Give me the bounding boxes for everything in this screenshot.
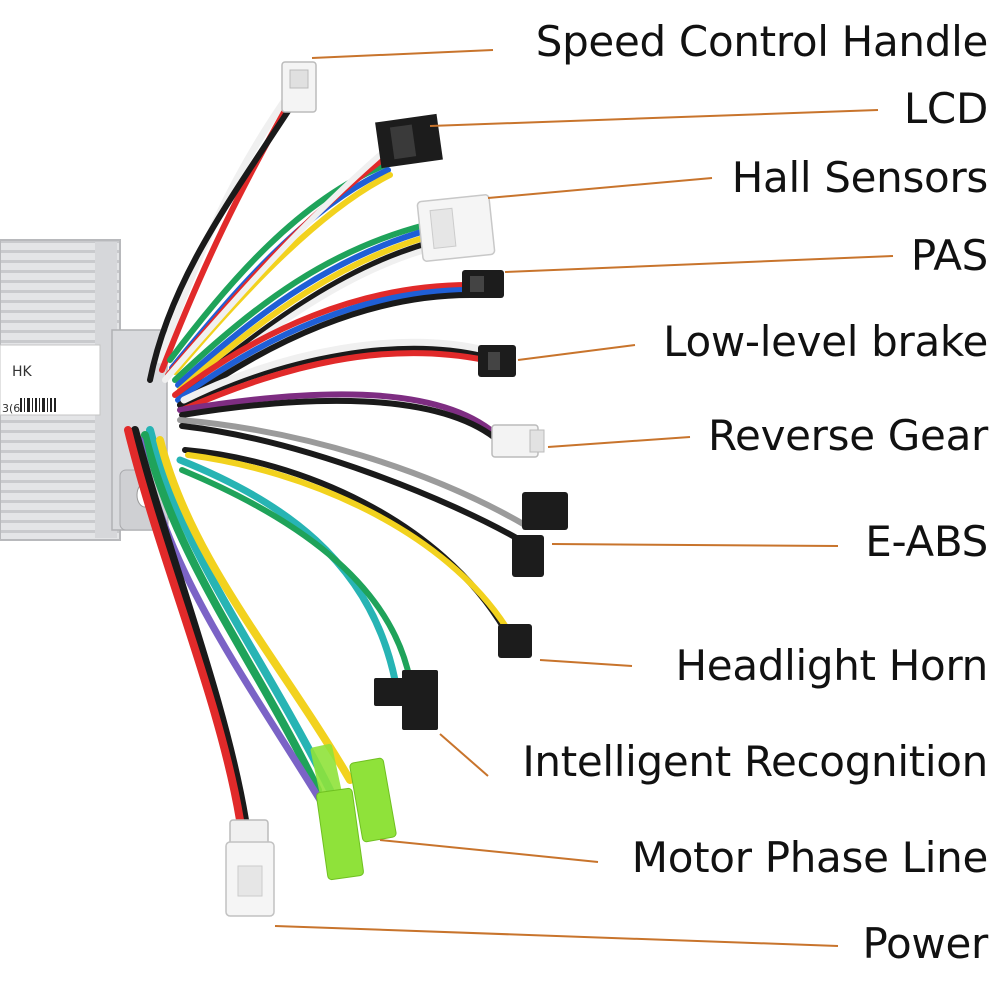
label-power: Power — [862, 919, 989, 968]
connector-intelligent-recognition — [374, 670, 438, 730]
connector-hall-sensors — [416, 194, 496, 262]
label-speed-control-handle: Speed Control Handle — [535, 17, 989, 66]
leader-line-lcd — [429, 109, 879, 127]
label-motor-phase-line: Motor Phase Line — [631, 833, 989, 882]
barcode — [20, 398, 56, 412]
connector-reverse-gear — [491, 424, 545, 458]
brand-fragment: HK — [12, 364, 33, 380]
connector-power — [225, 819, 275, 917]
label-intelligent-recognition: Intelligent Recognition — [522, 737, 988, 786]
label-reverse-gear: Reverse Gear — [708, 411, 988, 460]
label-pas: PAS — [910, 231, 988, 280]
sticker-text: 3(6 — [2, 402, 20, 415]
leader-line-reverse-gear — [547, 436, 691, 448]
wire-bundle — [124, 93, 528, 824]
label-low-level-brake: Low-level brake — [663, 317, 988, 366]
leader-line-power — [274, 925, 839, 947]
leader-line-intelligent-recognition — [439, 733, 489, 777]
connector-low-level-brake — [478, 345, 516, 377]
label-headlight-horn: Headlight Horn — [675, 641, 989, 690]
leader-line-motor-phase-line — [379, 839, 599, 863]
connector-e-abs — [512, 492, 568, 577]
leader-line-e-abs — [551, 543, 839, 547]
label-hall-sensors: Hall Sensors — [731, 153, 989, 202]
label-lcd: LCD — [903, 84, 988, 133]
connector-motor-phase-line — [310, 743, 397, 881]
leader-line-hall-sensors — [487, 177, 713, 199]
connector-headlight-horn — [498, 624, 532, 658]
connector-pas — [462, 270, 504, 298]
leader-line-speed-control-handle — [311, 49, 494, 59]
connector-lcd — [375, 113, 443, 169]
label-e-abs: E-ABS — [865, 517, 988, 566]
leader-line-headlight-horn — [539, 659, 633, 667]
leader-line-low-level-brake — [517, 344, 636, 361]
connector-speed-control-handle — [281, 61, 317, 113]
leader-line-pas — [504, 255, 894, 273]
leader-lines — [274, 49, 894, 947]
